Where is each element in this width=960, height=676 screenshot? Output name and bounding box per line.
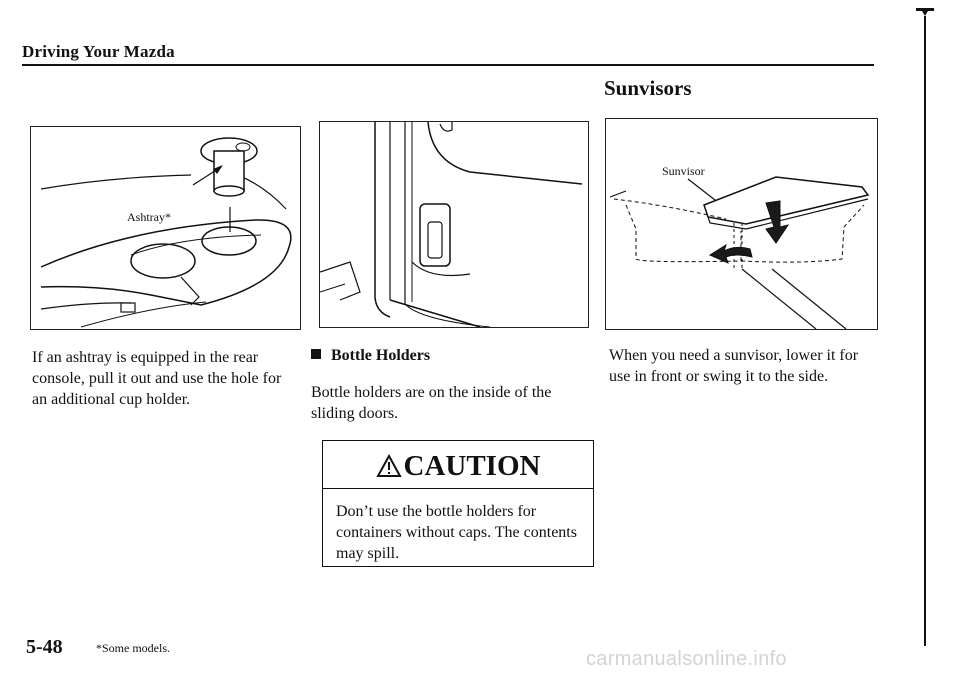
page-number: 5-48 xyxy=(26,636,63,658)
page-header-title: Driving Your Mazda xyxy=(22,42,175,61)
warning-triangle-icon xyxy=(375,453,402,477)
sunvisor-description: When you need a sunvisor, lower it for u… xyxy=(609,347,859,385)
caution-box: CAUTION Don’t use the bottle holders for… xyxy=(322,440,594,567)
caution-title: CAUTION xyxy=(403,450,541,482)
bottle-holders-heading-text: Bottle Holders xyxy=(331,347,431,364)
header-divider xyxy=(22,64,874,66)
bullet-square-icon xyxy=(311,349,321,359)
ashtray-illustration: Ashtray* xyxy=(30,126,301,330)
page-corner-mark xyxy=(916,8,934,16)
bottle-holders-heading: Bottle Holders xyxy=(311,347,430,365)
caution-header: CAUTION xyxy=(323,441,593,489)
bottle-holders-description: Bottle holders are on the inside of the … xyxy=(311,384,552,422)
ashtray-callout-label: Ashtray* xyxy=(127,210,171,224)
footnote: *Some models. xyxy=(96,641,170,655)
ashtray-description: If an ashtray is equipped in the rear co… xyxy=(32,349,282,408)
page-edge-line xyxy=(924,16,926,646)
sunvisor-callout-label: Sunvisor xyxy=(662,164,705,178)
caution-text: Don’t use the bottle holders for contain… xyxy=(336,503,577,562)
sunvisor-illustration: Sunvisor xyxy=(605,118,878,330)
section-title-sunvisors: Sunvisors xyxy=(604,76,692,100)
bottle-holder-illustration xyxy=(319,121,589,328)
watermark: carmanualsonline.info xyxy=(586,648,787,670)
